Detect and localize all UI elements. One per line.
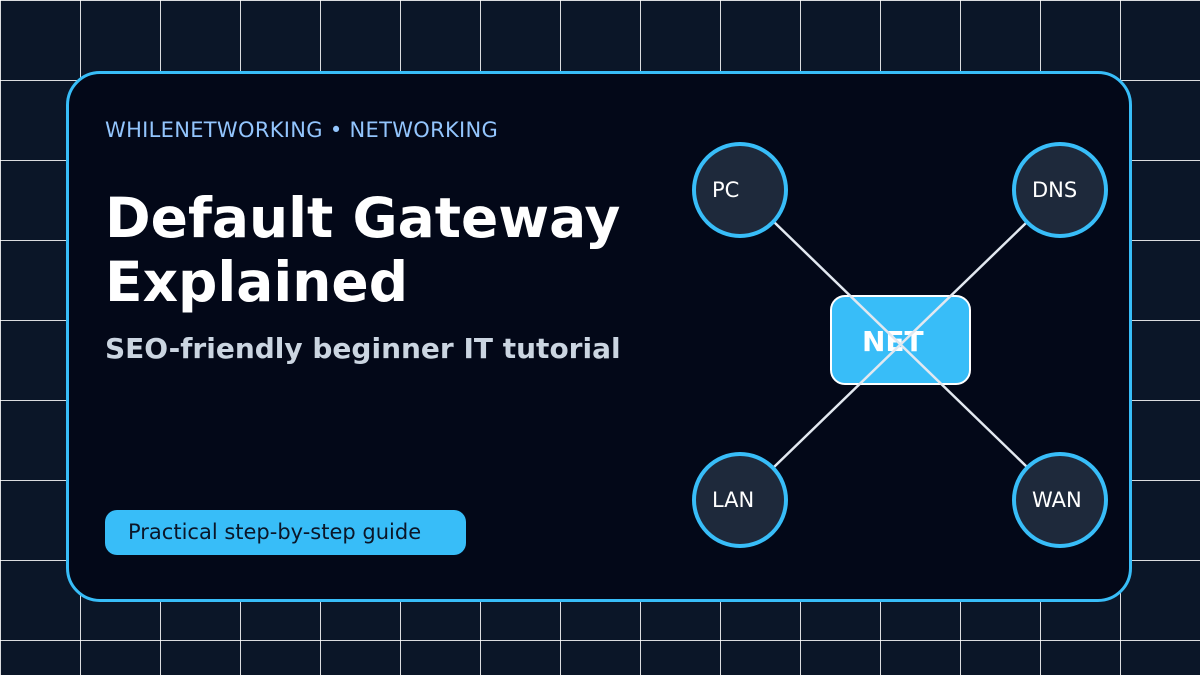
node-lan-label: LAN	[712, 488, 754, 512]
page-title: Default Gateway Explained	[105, 186, 620, 314]
title-line-2: Explained	[105, 250, 409, 314]
title-line-1: Default Gateway	[105, 186, 621, 250]
node-wan-label: WAN	[1032, 488, 1082, 512]
subtitle-text: SEO-friendly beginner IT tutorial	[105, 332, 621, 365]
node-dns-label: DNS	[1032, 178, 1077, 202]
node-dns	[1012, 142, 1108, 238]
node-wan	[1012, 452, 1108, 548]
guide-badge: Practical step-by-step guide	[105, 510, 466, 555]
eyebrow-text: WHILENETWORKING • NETWORKING	[105, 118, 499, 142]
link-dns-lan	[773, 221, 1028, 468]
node-pc-label: PC	[712, 178, 739, 202]
node-pc	[692, 142, 788, 238]
node-lan	[692, 452, 788, 548]
hub-box	[830, 295, 971, 385]
